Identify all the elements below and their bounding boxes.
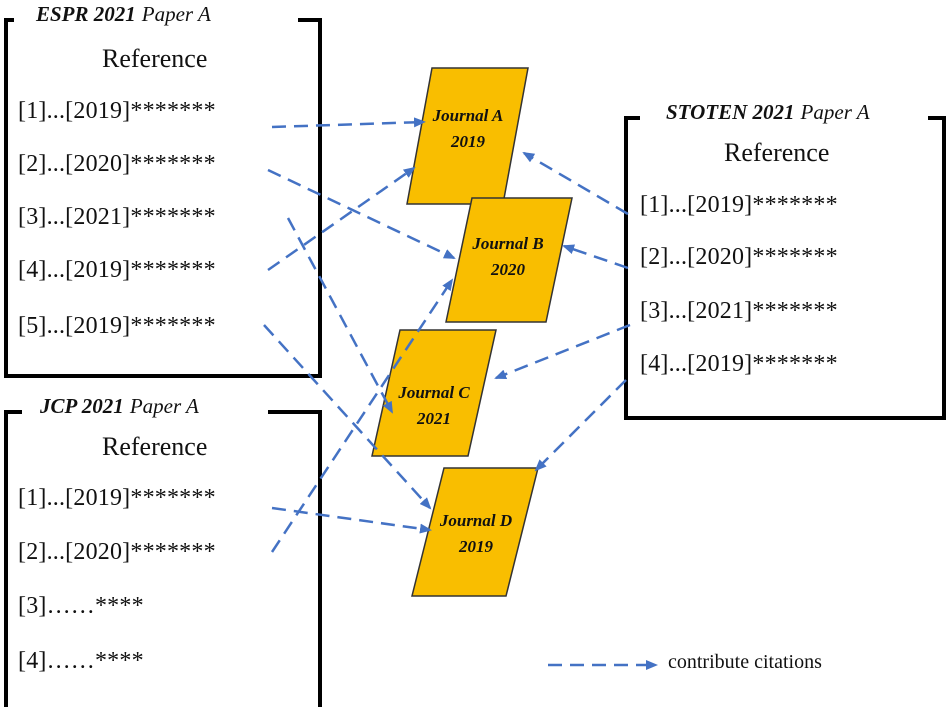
espr-ref-1: [1]...[2019]******* (18, 98, 216, 124)
journal-b-label: Journal B 2020 (460, 231, 556, 283)
journal-c-name: Journal C (398, 383, 470, 402)
journal-b-name: Journal B (472, 234, 544, 253)
journal-a-label: Journal A 2019 (420, 103, 516, 155)
espr-top-border-right (298, 18, 322, 22)
journal-d-year: 2019 (459, 537, 493, 556)
espr-ref-4: [4]...[2019]******* (18, 257, 216, 283)
journal-c-label: Journal C 2021 (386, 380, 482, 432)
stoten-ref-4: [4]...[2019]******* (640, 351, 838, 377)
jcp-ref-2: [2]...[2020]******* (18, 539, 216, 565)
arrow-stoten1-to-journal-a (522, 151, 629, 216)
stoten-ref-3: [3]...[2021]******* (640, 298, 838, 324)
espr-ref-3: [3]...[2021]******* (18, 204, 216, 230)
jcp-paper-name: Paper A (129, 394, 199, 418)
legend-label: contribute citations (668, 651, 822, 673)
stoten-paper-name: Paper A (800, 100, 870, 124)
arrow-stoten2-to-journal-b (562, 244, 629, 270)
journal-b-year: 2020 (491, 260, 525, 279)
journal-d-name: Journal D (439, 511, 513, 530)
espr-ref-2: [2]...[2020]******* (18, 151, 216, 177)
jcp-top-border-left (4, 410, 22, 414)
jcp-ref-1: [1]...[2019]******* (18, 485, 216, 511)
jcp-pub-name: JCP 2021 (40, 394, 124, 418)
journal-d-label: Journal D 2019 (428, 508, 524, 560)
espr-pub-name: ESPR 2021 (36, 2, 136, 26)
espr-ref-5: [5]...[2019]******* (18, 313, 216, 339)
journal-a-year: 2019 (451, 132, 485, 151)
jcp-ref-3: [3]……**** (18, 593, 144, 619)
espr-reference-heading: Reference (102, 44, 208, 73)
stoten-reference-heading: Reference (724, 138, 830, 167)
espr-paper-name: Paper A (141, 2, 211, 26)
jcp-reference-heading: Reference (102, 432, 208, 461)
stoten-top-border-right (928, 116, 946, 120)
stoten-reference-box (624, 116, 946, 420)
stoten-ref-1: [1]...[2019]******* (640, 192, 838, 218)
stoten-ref-2: [2]...[2020]******* (640, 244, 838, 270)
arrow-stoten3-to-journal-c (494, 323, 631, 380)
journal-a-name: Journal A (432, 106, 504, 125)
jcp-ref-4: [4]……**** (18, 648, 144, 674)
stoten-top-border-left (624, 116, 640, 120)
espr-top-border-left (4, 18, 14, 22)
jcp-top-border-right (268, 410, 322, 414)
journal-c-year: 2021 (417, 409, 451, 428)
stoten-pub-name: STOTEN 2021 (666, 100, 795, 124)
arrow-stoten4-to-journal-d (534, 379, 627, 472)
